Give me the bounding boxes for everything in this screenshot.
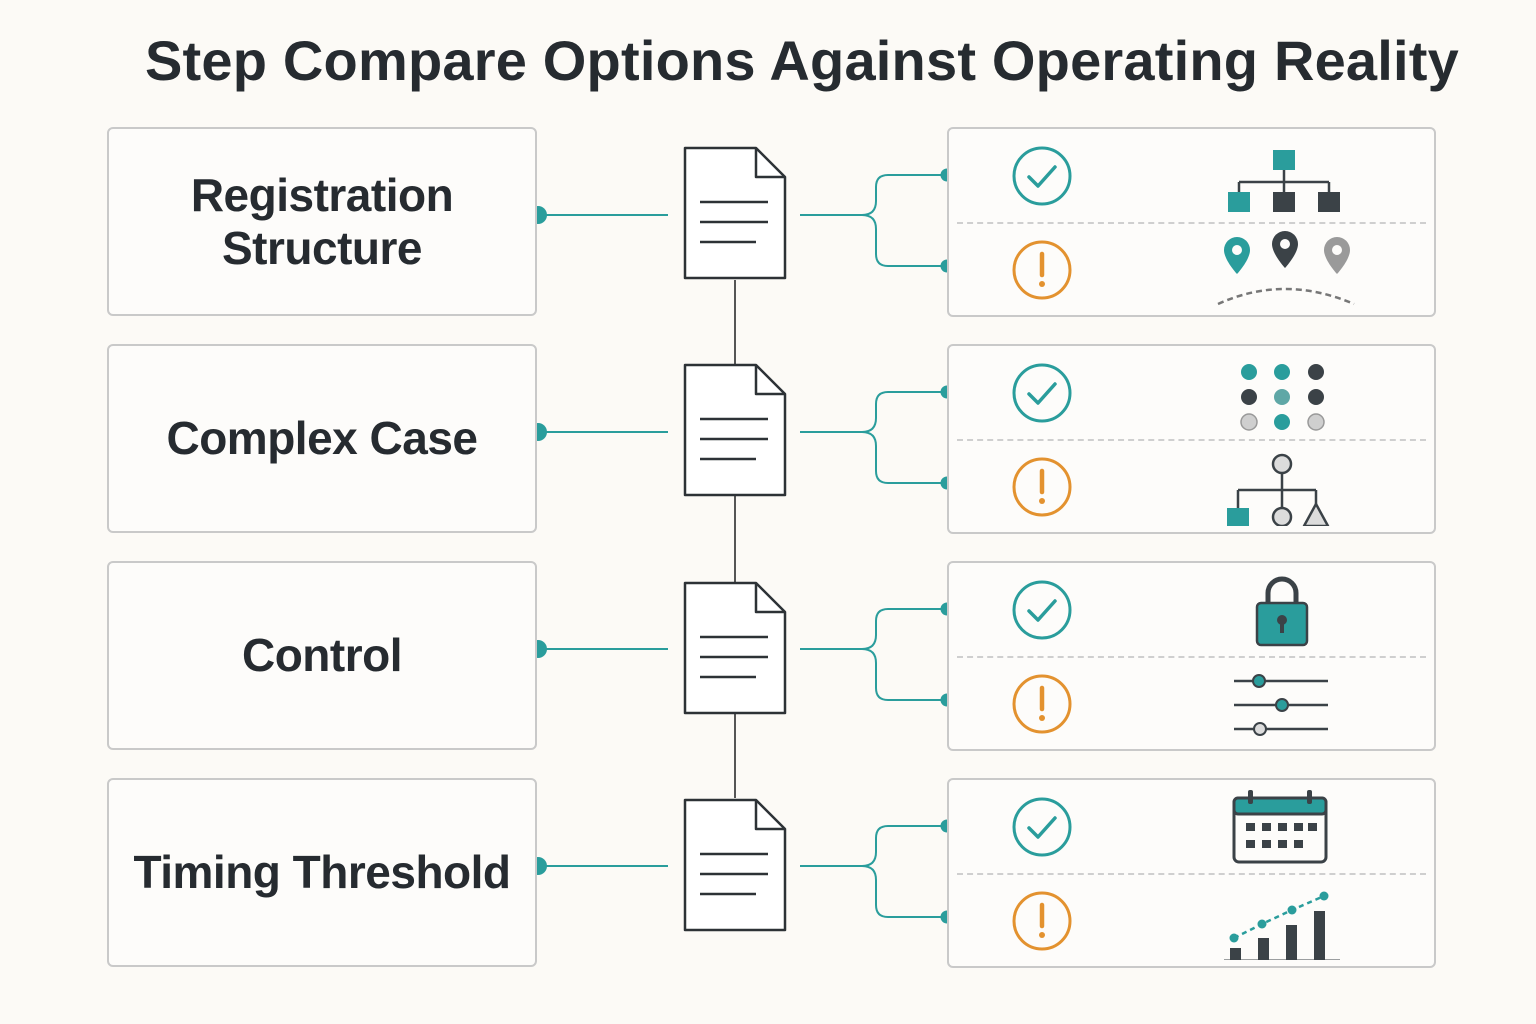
topic-label: Complex Case <box>166 412 478 464</box>
panel-row-positive <box>949 780 1434 872</box>
check-circle-icon <box>1012 580 1072 640</box>
panel-row-risk <box>949 440 1434 532</box>
bar-chart-trend-icon <box>1224 891 1340 960</box>
check-circle-icon <box>1012 363 1072 423</box>
panel-branch-connector <box>800 608 947 701</box>
panel-divider <box>957 873 1426 875</box>
check-circle-icon <box>1012 146 1072 206</box>
panel-branch-connector <box>800 391 947 484</box>
document-icon <box>683 798 787 932</box>
panel-branch-connector <box>800 174 947 267</box>
document-icon <box>683 363 787 497</box>
assessment-panel-registration-structure <box>947 127 1436 317</box>
alert-circle-icon <box>1012 891 1072 951</box>
check-circle-icon <box>1012 797 1072 857</box>
calendar-icon <box>1232 790 1328 864</box>
alert-circle-icon <box>1012 457 1072 517</box>
sliders-icon <box>1234 674 1328 736</box>
decision-tree-icon <box>1227 453 1330 526</box>
panel-divider <box>957 222 1426 224</box>
assessment-panel-complex-case <box>947 344 1436 534</box>
padlock-icon <box>1255 576 1309 647</box>
document-icon <box>683 146 787 280</box>
topic-box-timing-threshold: Timing Threshold <box>107 778 537 967</box>
page-title: Step Compare Options Against Operating R… <box>145 29 1459 92</box>
document-icon <box>683 581 787 715</box>
org-chart-icon <box>1228 150 1340 212</box>
panel-row-risk <box>949 874 1434 966</box>
alert-circle-icon <box>1012 240 1072 300</box>
topic-box-registration-structure: Registration Structure <box>107 127 537 316</box>
panel-row-positive <box>949 346 1434 438</box>
panel-row-risk <box>949 223 1434 315</box>
panel-divider <box>957 656 1426 658</box>
topic-box-control: Control <box>107 561 537 750</box>
panel-row-positive <box>949 563 1434 655</box>
alert-circle-icon <box>1012 674 1072 734</box>
panel-divider <box>957 439 1426 441</box>
map-pins-icon <box>1217 231 1355 306</box>
panel-row-positive <box>949 129 1434 221</box>
topic-label: Control <box>241 629 403 681</box>
topic-label: Registration Structure <box>190 168 454 274</box>
dot-grid-icon <box>1240 364 1325 431</box>
topic-box-complex-case: Complex Case <box>107 344 537 533</box>
assessment-panel-timing-threshold <box>947 778 1436 968</box>
topic-label: Timing Threshold <box>133 846 511 898</box>
panel-row-risk <box>949 657 1434 749</box>
panel-branch-connector <box>800 825 947 918</box>
assessment-panel-control <box>947 561 1436 751</box>
